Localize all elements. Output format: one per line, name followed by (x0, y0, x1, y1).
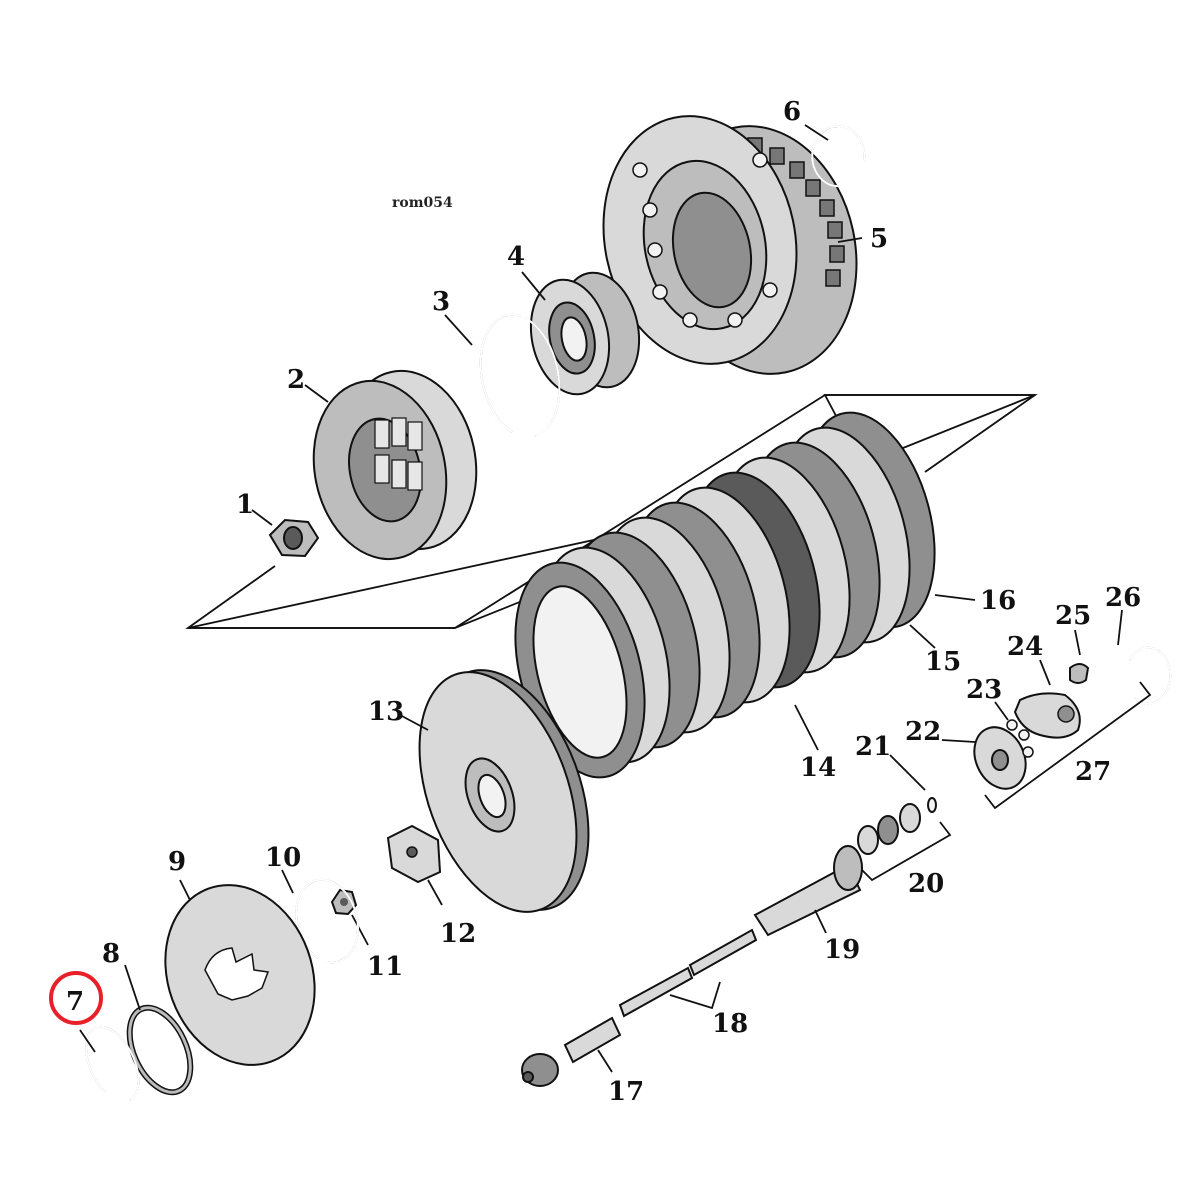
part-11-nut (330, 888, 358, 916)
leader-25 (1074, 629, 1081, 656)
leader-9 (179, 879, 191, 901)
label-13: 13 (368, 697, 404, 727)
part-5-clutch-shell (602, 115, 858, 375)
leader-1 (251, 509, 273, 526)
label-21: 21 (855, 732, 891, 762)
leader-2 (304, 384, 329, 403)
leader-24 (1039, 659, 1051, 686)
part-2-clutch-hub (312, 369, 478, 561)
part-1-nut (268, 518, 320, 558)
label-16: 16 (980, 586, 1016, 616)
part-8-ring (126, 1004, 194, 1096)
part-3-snap-ring (479, 313, 561, 437)
leader-6 (804, 124, 829, 141)
label-12: 12 (440, 919, 476, 949)
label-3: 3 (432, 287, 450, 317)
leader-21 (889, 754, 926, 791)
part-17-adjusting-screw (521, 1016, 622, 1087)
part-26-retaining-ring (1129, 646, 1172, 705)
label-8: 8 (102, 939, 120, 969)
part-22-inner-ramp (973, 726, 1027, 790)
bracket-20 (861, 821, 952, 882)
label-1: 1 (236, 490, 254, 520)
group-outline (185, 394, 1038, 629)
leader-5 (837, 237, 863, 243)
leader-22 (941, 739, 976, 743)
part-25-coupling (1069, 663, 1090, 684)
part-24-outer-ramp (1013, 692, 1081, 739)
part-20-bearing-set (857, 797, 937, 855)
label-22: 22 (905, 717, 941, 747)
label-17: 17 (608, 1077, 644, 1107)
label-7: 7 (66, 987, 84, 1017)
label-25: 25 (1055, 601, 1091, 631)
leader-8 (124, 964, 141, 1011)
leader-26 (1117, 609, 1123, 646)
leader-18 (669, 981, 721, 1010)
label-11: 11 (367, 952, 403, 982)
leader-15 (909, 624, 936, 649)
part-19-sleeve (753, 845, 863, 937)
leader-3 (444, 314, 473, 346)
label-27: 27 (1075, 757, 1111, 787)
leader-4 (521, 271, 546, 301)
label-26: 26 (1105, 583, 1141, 613)
label-14: 14 (800, 753, 836, 783)
label-19: 19 (824, 935, 860, 965)
bracket-27 (984, 681, 1152, 810)
label-4: 4 (507, 242, 525, 272)
label-18: 18 (712, 1009, 748, 1039)
label-20: 20 (908, 869, 944, 899)
part-9-spring-plate (164, 884, 316, 1066)
highlight-circle (49, 971, 103, 1025)
label-23: 23 (966, 675, 1002, 705)
label-2: 2 (287, 365, 305, 395)
label-10: 10 (265, 843, 301, 873)
leader-19 (814, 909, 827, 934)
part-18-pushrods (618, 928, 758, 1018)
part-23-balls (1006, 719, 1034, 758)
part-4-bearing (529, 271, 641, 396)
leader-11 (351, 914, 369, 946)
label-9: 9 (168, 847, 186, 877)
leader-14 (794, 704, 819, 751)
clutch-plate-stack (514, 411, 936, 779)
part-7-retaining-ring (85, 1025, 140, 1101)
label-6: 6 (783, 97, 801, 127)
leader-10 (281, 869, 294, 894)
label-15: 15 (925, 647, 961, 677)
leader-7 (79, 1029, 96, 1053)
leader-17 (597, 1049, 613, 1073)
part-12-adjusting-plate (386, 824, 442, 884)
leader-16 (934, 594, 976, 601)
leader-13 (399, 714, 429, 731)
label-5: 5 (870, 224, 888, 254)
label-24: 24 (1007, 632, 1043, 662)
part-13-pressure-plate (418, 669, 590, 913)
diagram-code: rom054 (392, 195, 453, 211)
leader-23 (994, 701, 1009, 721)
leader-12 (427, 879, 443, 906)
